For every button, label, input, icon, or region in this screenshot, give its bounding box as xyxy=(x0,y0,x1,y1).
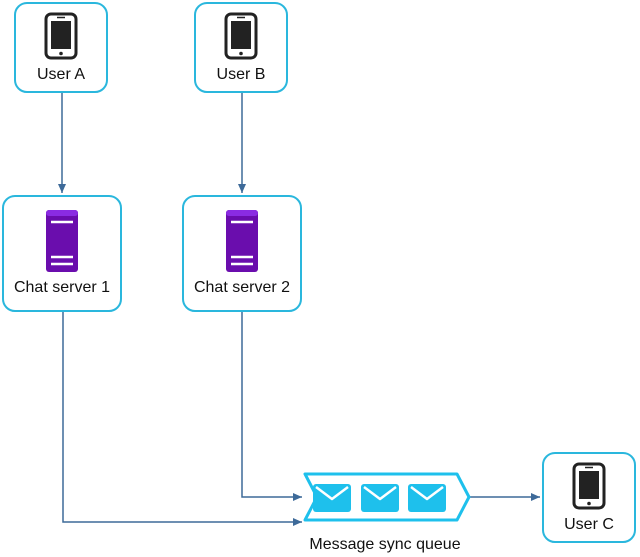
user-b-node: User B xyxy=(194,2,288,93)
mobile-phone-icon xyxy=(572,462,606,510)
mobile-phone-icon xyxy=(44,12,78,60)
chat-server-1-label: Chat server 1 xyxy=(13,279,111,296)
server-icon xyxy=(226,210,258,272)
mobile-phone-icon xyxy=(224,12,258,60)
message-queue-icon xyxy=(303,472,471,522)
user-b-label: User B xyxy=(216,66,266,83)
user-c-node: User C xyxy=(542,452,636,543)
envelope-icon xyxy=(408,484,446,512)
chat-server-2-label: Chat server 2 xyxy=(193,279,291,296)
envelope-icon xyxy=(361,484,399,512)
chat-server-2-node: Chat server 2 xyxy=(182,195,302,312)
user-c-label: User C xyxy=(564,516,614,533)
envelope-icon xyxy=(313,484,351,512)
server-icon xyxy=(46,210,78,272)
edge-chat-server-2-to-queue xyxy=(241,312,302,501)
chat-server-1-node: Chat server 1 xyxy=(2,195,122,312)
user-a-label: User A xyxy=(36,66,85,83)
edge-chat-server-1-to-queue xyxy=(62,312,302,526)
message-sync-queue-label: Message sync queue xyxy=(309,536,461,553)
user-a-node: User A xyxy=(14,2,108,93)
